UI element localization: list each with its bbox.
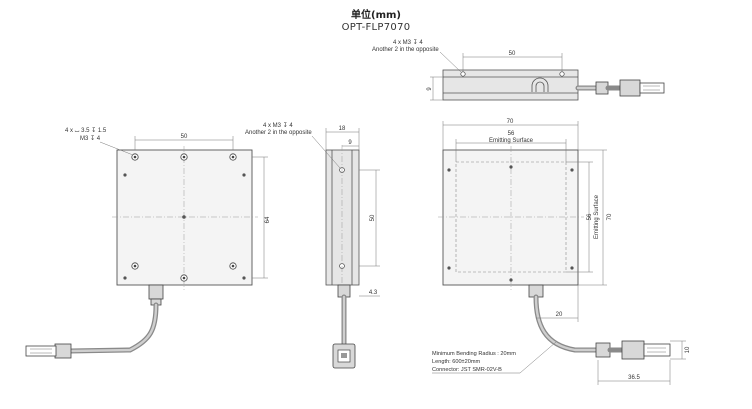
top-callout-line2: Another 2 in the opposite bbox=[372, 47, 439, 53]
front-dim-width: 50 bbox=[181, 134, 188, 140]
side-view: 18 9 4 x M3 ↧ 4 Another 2 in the opposit… bbox=[245, 122, 380, 369]
top-view: 50 9 4 x M3 ↧ 4 Another 2 in the opposit… bbox=[372, 39, 665, 101]
front-view: 50 64 4 x ⌴ 3.5 ↧ 1.5 M3 ↧ 4 bbox=[25, 127, 271, 359]
side-dim-height: 50 bbox=[370, 214, 376, 221]
back-dim-inner-height: 56 bbox=[587, 213, 593, 220]
back-dim-outer-width: 70 bbox=[507, 119, 514, 125]
top-dim-width: 50 bbox=[509, 51, 516, 57]
top-body bbox=[442, 69, 579, 101]
front-mount-holes bbox=[123, 153, 246, 282]
side-callout-line2: Another 2 in the opposite bbox=[245, 130, 312, 136]
model-title: OPT-FLP7070 bbox=[341, 22, 411, 33]
front-cable-gland bbox=[148, 284, 164, 300]
back-connector bbox=[621, 340, 645, 360]
note-connector: Connector: JST SMR-02V-B bbox=[432, 367, 502, 373]
back-dim-connector-height: 10 bbox=[685, 346, 691, 353]
top-connector bbox=[619, 79, 641, 97]
side-callout-line1: 4 x M3 ↧ 4 bbox=[263, 122, 293, 129]
back-dim-outer-height: 70 bbox=[607, 213, 613, 220]
note-bending-radius: Minimum Bending Radius : 20mm bbox=[432, 351, 516, 357]
front-callout-line1: 4 x ⌴ 3.5 ↧ 1.5 bbox=[65, 127, 107, 134]
back-view: 70 56 Emitting Surface 56 Emitting Surfa… bbox=[432, 119, 691, 385]
front-callout-line2: M3 ↧ 4 bbox=[80, 135, 101, 142]
top-dim-height: 9 bbox=[427, 87, 433, 91]
side-dim-offset: 4.3 bbox=[369, 290, 378, 296]
emitting-label-side: Emitting Surface bbox=[594, 194, 600, 239]
back-plate bbox=[442, 149, 579, 286]
side-dim-depth: 18 bbox=[339, 126, 346, 132]
front-connector bbox=[54, 343, 72, 359]
front-cable bbox=[67, 302, 159, 354]
back-cable bbox=[533, 294, 599, 353]
note-length: Length: 600±20mm bbox=[432, 359, 481, 365]
back-dim-cable-offset: 20 bbox=[556, 312, 563, 318]
back-dim-connector-length: 36.5 bbox=[628, 375, 640, 381]
unit-label: 单位(mm) bbox=[351, 10, 401, 21]
side-dim-inner: 9 bbox=[348, 140, 352, 146]
back-dim-inner-width: 56 bbox=[508, 131, 515, 137]
front-dim-height: 64 bbox=[265, 216, 271, 223]
top-callout-line1: 4 x M3 ↧ 4 bbox=[393, 39, 423, 46]
emitting-label-top: Emitting Surface bbox=[489, 138, 534, 144]
